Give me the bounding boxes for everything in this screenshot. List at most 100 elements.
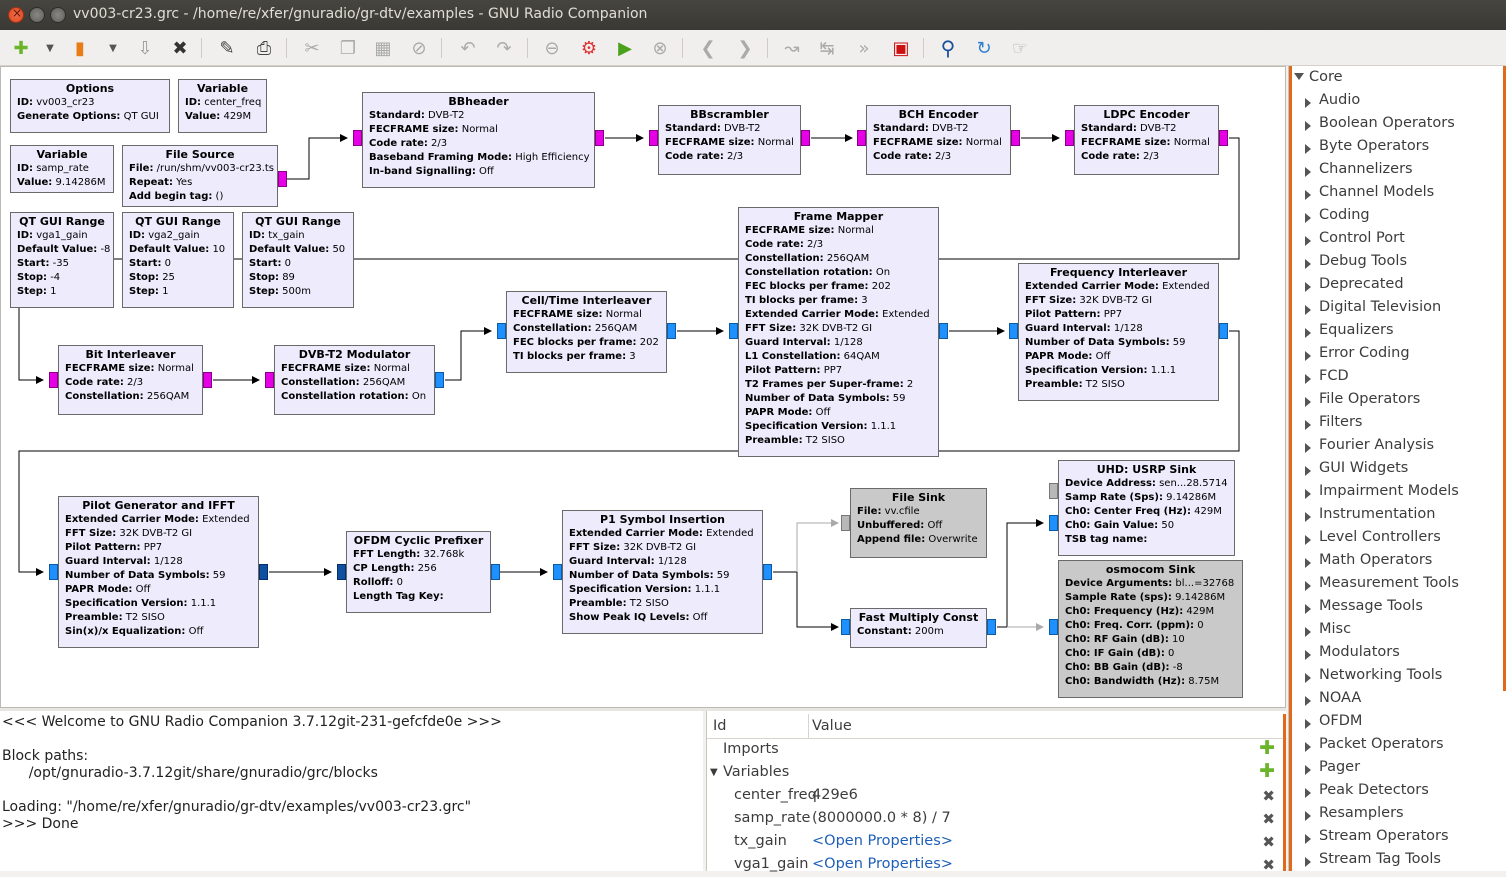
pane-splitter[interactable]: [0, 708, 1286, 711]
library-category[interactable]: Coding: [1319, 207, 1370, 223]
maximize-window-button[interactable]: [50, 7, 66, 23]
library-category[interactable]: Equalizers: [1319, 322, 1394, 338]
celltime-out-port[interactable]: [667, 323, 676, 339]
library-category[interactable]: Deprecated: [1319, 276, 1404, 292]
bypass-icon[interactable]: ↹: [819, 37, 835, 59]
remove-variable-icon[interactable]: ✖: [1262, 810, 1275, 828]
generate-icon[interactable]: ⚙: [580, 37, 598, 59]
library-category[interactable]: OFDM: [1319, 713, 1363, 729]
frame-mapper-out-port[interactable]: [939, 323, 948, 339]
library-category[interactable]: Networking Tools: [1319, 667, 1443, 683]
edit-pencil-icon[interactable]: ✎: [219, 37, 235, 59]
imports-row[interactable]: Imports ✚: [707, 737, 1287, 762]
close-window-button[interactable]: ×: [8, 6, 24, 23]
copy-icon[interactable]: ❐: [339, 37, 357, 59]
library-category[interactable]: Modulators: [1319, 644, 1400, 660]
expand-arrow-icon[interactable]: [1305, 236, 1311, 246]
expand-arrow-icon[interactable]: [1305, 834, 1311, 844]
collapse-arrow-icon[interactable]: [1294, 73, 1304, 80]
open-dropdown-icon[interactable]: ▼: [109, 42, 117, 54]
stop-icon[interactable]: ▣: [892, 37, 910, 59]
osmocom-in-port[interactable]: [1049, 619, 1058, 635]
library-scroll-thumb[interactable]: [1503, 66, 1506, 691]
modulator-out-port[interactable]: [435, 372, 444, 388]
library-category[interactable]: Channelizers: [1319, 161, 1413, 177]
id-column-header[interactable]: Id: [713, 718, 727, 734]
library-category[interactable]: Level Controllers: [1319, 529, 1441, 545]
library-category[interactable]: FCD: [1319, 368, 1349, 384]
ldpc-out-port[interactable]: [1219, 130, 1228, 146]
undo-icon[interactable]: ↶: [460, 37, 476, 59]
bbscrambler-in-port[interactable]: [649, 130, 658, 146]
disable-block-icon[interactable]: ⊖: [544, 37, 560, 59]
redo-icon[interactable]: ↷: [496, 37, 512, 59]
library-category[interactable]: Instrumentation: [1319, 506, 1436, 522]
file-source-out-port[interactable]: [278, 171, 287, 187]
library-category[interactable]: Debug Tools: [1319, 253, 1408, 269]
expand-arrow-icon[interactable]: [1305, 788, 1311, 798]
library-category[interactable]: Stream Tag Tools: [1319, 851, 1441, 867]
fast-mult-in-port[interactable]: [841, 619, 850, 635]
rotate-cw-icon[interactable]: ❯: [737, 37, 753, 59]
open-folder-icon[interactable]: ▮: [75, 37, 85, 59]
expand-arrow-icon[interactable]: [1305, 466, 1311, 476]
expand-arrow-icon[interactable]: [1305, 374, 1311, 384]
ofdm-in-port[interactable]: [337, 564, 346, 580]
expand-arrow-icon[interactable]: [1305, 213, 1311, 223]
library-category[interactable]: Fourier Analysis: [1319, 437, 1435, 453]
uhd-in-port[interactable]: [1049, 515, 1058, 531]
file-sink-in-port[interactable]: [841, 515, 850, 531]
freq-int-in-port[interactable]: [1009, 323, 1018, 339]
variable-value[interactable]: <Open Properties>: [812, 833, 953, 849]
new-dropdown-icon[interactable]: ▼: [46, 42, 54, 54]
variable-row[interactable]: samp_rate(8000000.0 * 8) / 7✖: [707, 808, 1287, 831]
expand-arrow-icon[interactable]: [1305, 489, 1311, 499]
expand-arrow-icon[interactable]: [1305, 535, 1311, 545]
library-category[interactable]: Audio: [1319, 92, 1361, 108]
expand-arrow-icon[interactable]: [1305, 719, 1311, 729]
library-scroll-bar[interactable]: [1289, 66, 1292, 871]
bbheader-out-port[interactable]: [595, 130, 604, 146]
library-root[interactable]: Core: [1309, 69, 1343, 85]
cut-icon[interactable]: ✂: [304, 37, 320, 59]
help-icon[interactable]: ☞: [1011, 37, 1029, 59]
expand-arrow-icon[interactable]: [1305, 282, 1311, 292]
expand-arrow-icon[interactable]: [1305, 443, 1311, 453]
expand-arrow-icon[interactable]: [1305, 98, 1311, 108]
fast-mult-out-port[interactable]: [987, 619, 996, 635]
enable-icon[interactable]: ↝: [784, 37, 800, 59]
freq-int-out-port[interactable]: [1219, 323, 1228, 339]
kill-icon[interactable]: ⊗: [652, 37, 668, 59]
bch-in-port[interactable]: [857, 130, 866, 146]
expand-arrow-icon[interactable]: [1305, 627, 1311, 637]
variables-row[interactable]: ▼ Variables ✚: [707, 760, 1287, 785]
rotate-ccw-icon[interactable]: ❮: [700, 37, 716, 59]
variable-value[interactable]: 429e6: [812, 787, 858, 803]
expand-arrow-icon[interactable]: [1305, 121, 1311, 131]
reload-icon[interactable]: ↻: [976, 37, 992, 59]
remove-variable-icon[interactable]: ✖: [1262, 787, 1275, 805]
p1-in-port[interactable]: [553, 564, 562, 580]
bch-out-port[interactable]: [1011, 130, 1020, 146]
ldpc-in-port[interactable]: [1065, 130, 1074, 146]
modulator-in-port[interactable]: [265, 372, 274, 388]
library-category[interactable]: Misc: [1319, 621, 1352, 637]
expand-arrow-icon[interactable]: [1305, 420, 1311, 430]
search-icon[interactable]: ⚲: [940, 36, 956, 60]
variable-row[interactable]: tx_gain<Open Properties>✖: [707, 831, 1287, 854]
expand-arrow-icon[interactable]: [1305, 857, 1311, 867]
library-category[interactable]: Error Coding: [1319, 345, 1410, 361]
library-category[interactable]: Resamplers: [1319, 805, 1404, 821]
expand-arrow-icon[interactable]: [1305, 765, 1311, 775]
library-category[interactable]: Packet Operators: [1319, 736, 1444, 752]
library-category[interactable]: Peak Detectors: [1319, 782, 1429, 798]
